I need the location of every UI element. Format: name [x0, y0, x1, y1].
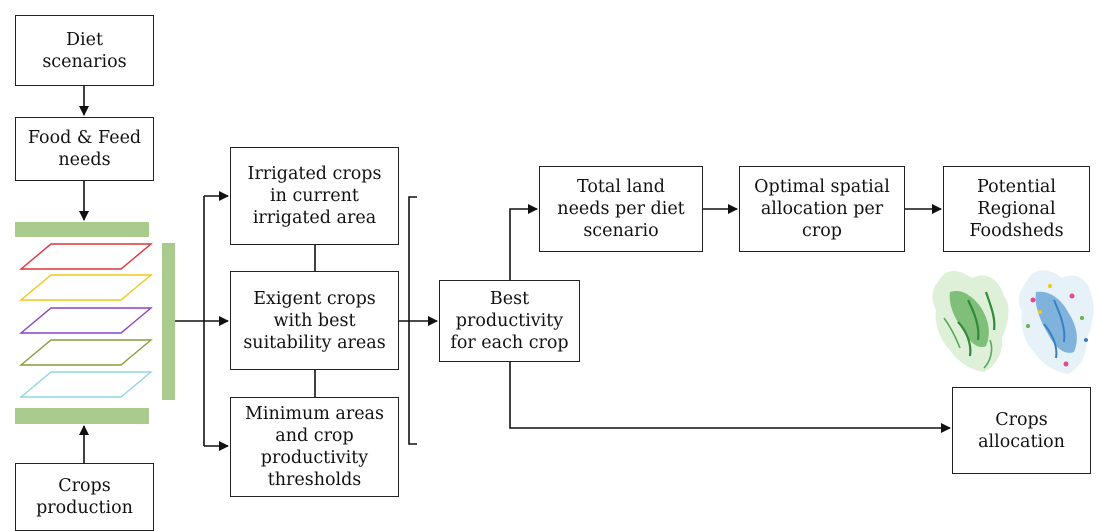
layer-parallelogram-olive [19, 339, 153, 366]
box-optimal-allocation: Optimal spatial allocation per crop [739, 166, 905, 252]
box-minimum-areas: Minimum areas and crop productivity thre… [230, 397, 399, 497]
label-total-land-needs: Total land needs per diet scenario [557, 177, 685, 241]
box-crops-allocation: Crops allocation [952, 387, 1091, 474]
foodshed-map-green [932, 271, 1009, 372]
label-minimum-areas: Minimum areas and crop productivity thre… [245, 404, 384, 490]
layer-bar-top [15, 222, 149, 237]
label-optimal-allocation: Optimal spatial allocation per crop [754, 177, 890, 241]
label-best-productivity: Best productivity for each crop [450, 289, 569, 353]
box-total-land-needs: Total land needs per diet scenario [539, 166, 703, 252]
label-food-feed-needs: Food & Feed needs [27, 128, 142, 170]
layer-parallelogram-cyan [19, 371, 153, 398]
box-diet-scenarios: Diet scenarios [15, 15, 154, 86]
label-potential-foodsheds: Potential Regional Foodsheds [969, 177, 1064, 241]
layer-bar-bottom [15, 408, 149, 424]
label-crops-allocation: Crops allocation [978, 409, 1065, 452]
box-irrigated-crops: Irrigated crops in current irrigated are… [230, 147, 399, 245]
box-food-feed-needs: Food & Feed needs [15, 117, 154, 181]
label-irrigated-crops: Irrigated crops in current irrigated are… [247, 164, 382, 228]
layer-bar-vertical [162, 243, 175, 400]
label-diet-scenarios: Diet scenarios [42, 29, 127, 72]
layer-parallelogram-red [19, 243, 153, 270]
box-exigent-crops: Exigent crops with best suitability area… [230, 271, 399, 370]
foodshed-map-multicolor [1019, 270, 1094, 374]
box-potential-foodsheds: Potential Regional Foodsheds [943, 166, 1090, 252]
box-crops-production: Crops production [15, 463, 154, 531]
layer-parallelogram-yellow [19, 274, 153, 301]
arrow-best-to-total-land [509, 204, 538, 280]
layer-parallelogram-purple [19, 307, 153, 334]
box-best-productivity: Best productivity for each crop [439, 280, 580, 362]
label-crops-production: Crops production [36, 476, 133, 518]
label-exigent-crops: Exigent crops with best suitability area… [243, 288, 386, 353]
arrow-best-to-crops-allocation [509, 362, 951, 433]
